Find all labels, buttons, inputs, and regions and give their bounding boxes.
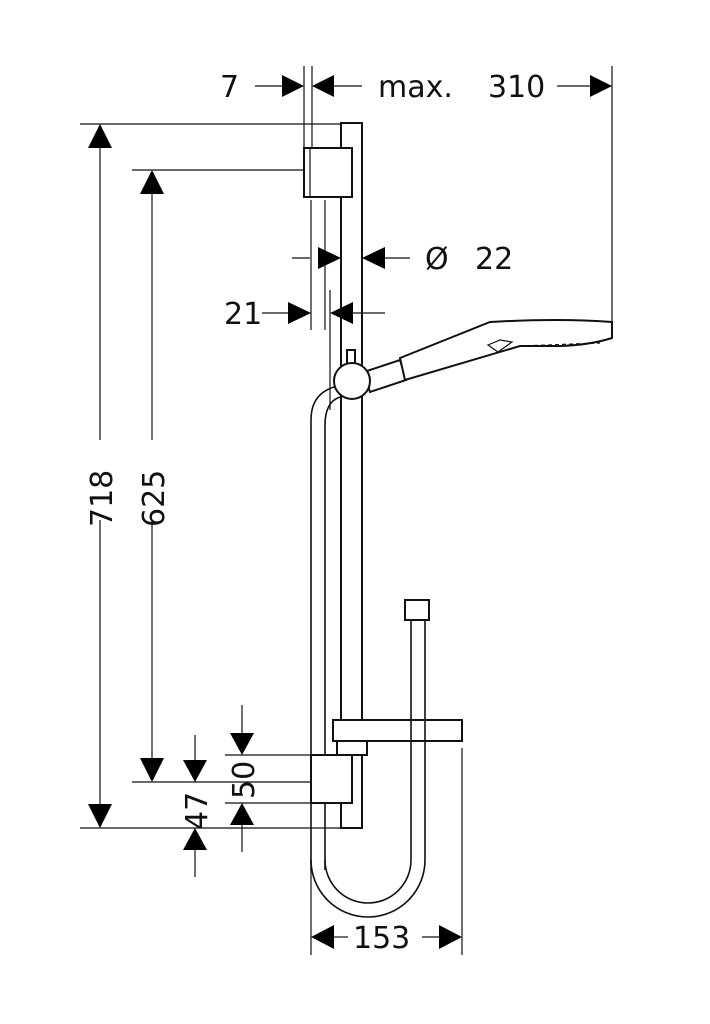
- dimension-total-height: 718: [80, 123, 341, 829]
- diameter-symbol: Ø: [425, 242, 449, 277]
- dimension-bracket-height: 50: [225, 705, 311, 852]
- dimension-top: 7 max. 310: [220, 66, 613, 322]
- soap-dish: [332, 719, 463, 756]
- hose-connector: [404, 599, 430, 621]
- dim-max-label: max.: [378, 70, 453, 105]
- slider-knob: [333, 362, 371, 400]
- dimension-bracket-spacing: 625: [132, 169, 311, 783]
- dimension-diameter: Ø 22: [292, 200, 513, 330]
- dim-wall-distance: 21: [224, 297, 262, 332]
- lower-wall-bracket: [310, 754, 353, 804]
- shower-hose: [310, 385, 430, 918]
- slide-rail: [303, 122, 363, 829]
- dim-max-reach: 310: [488, 70, 545, 105]
- dim-rail-diameter: 22: [475, 242, 513, 277]
- hand-shower: [333, 319, 613, 400]
- dimension-lower-offset: 47: [180, 735, 215, 877]
- dimension-soap-dish-width: 153: [310, 748, 463, 956]
- upper-wall-bracket: [303, 147, 353, 198]
- dim-bracket-offset: 7: [220, 70, 239, 105]
- dim-bracket-spacing: 625: [137, 470, 172, 527]
- dim-lower-offset: 47: [180, 792, 215, 830]
- dim-bracket-height: 50: [227, 761, 262, 799]
- dim-soap-dish-width: 153: [353, 921, 410, 956]
- dim-total-height: 718: [85, 470, 120, 527]
- dimension-wall-distance: 21: [224, 200, 385, 410]
